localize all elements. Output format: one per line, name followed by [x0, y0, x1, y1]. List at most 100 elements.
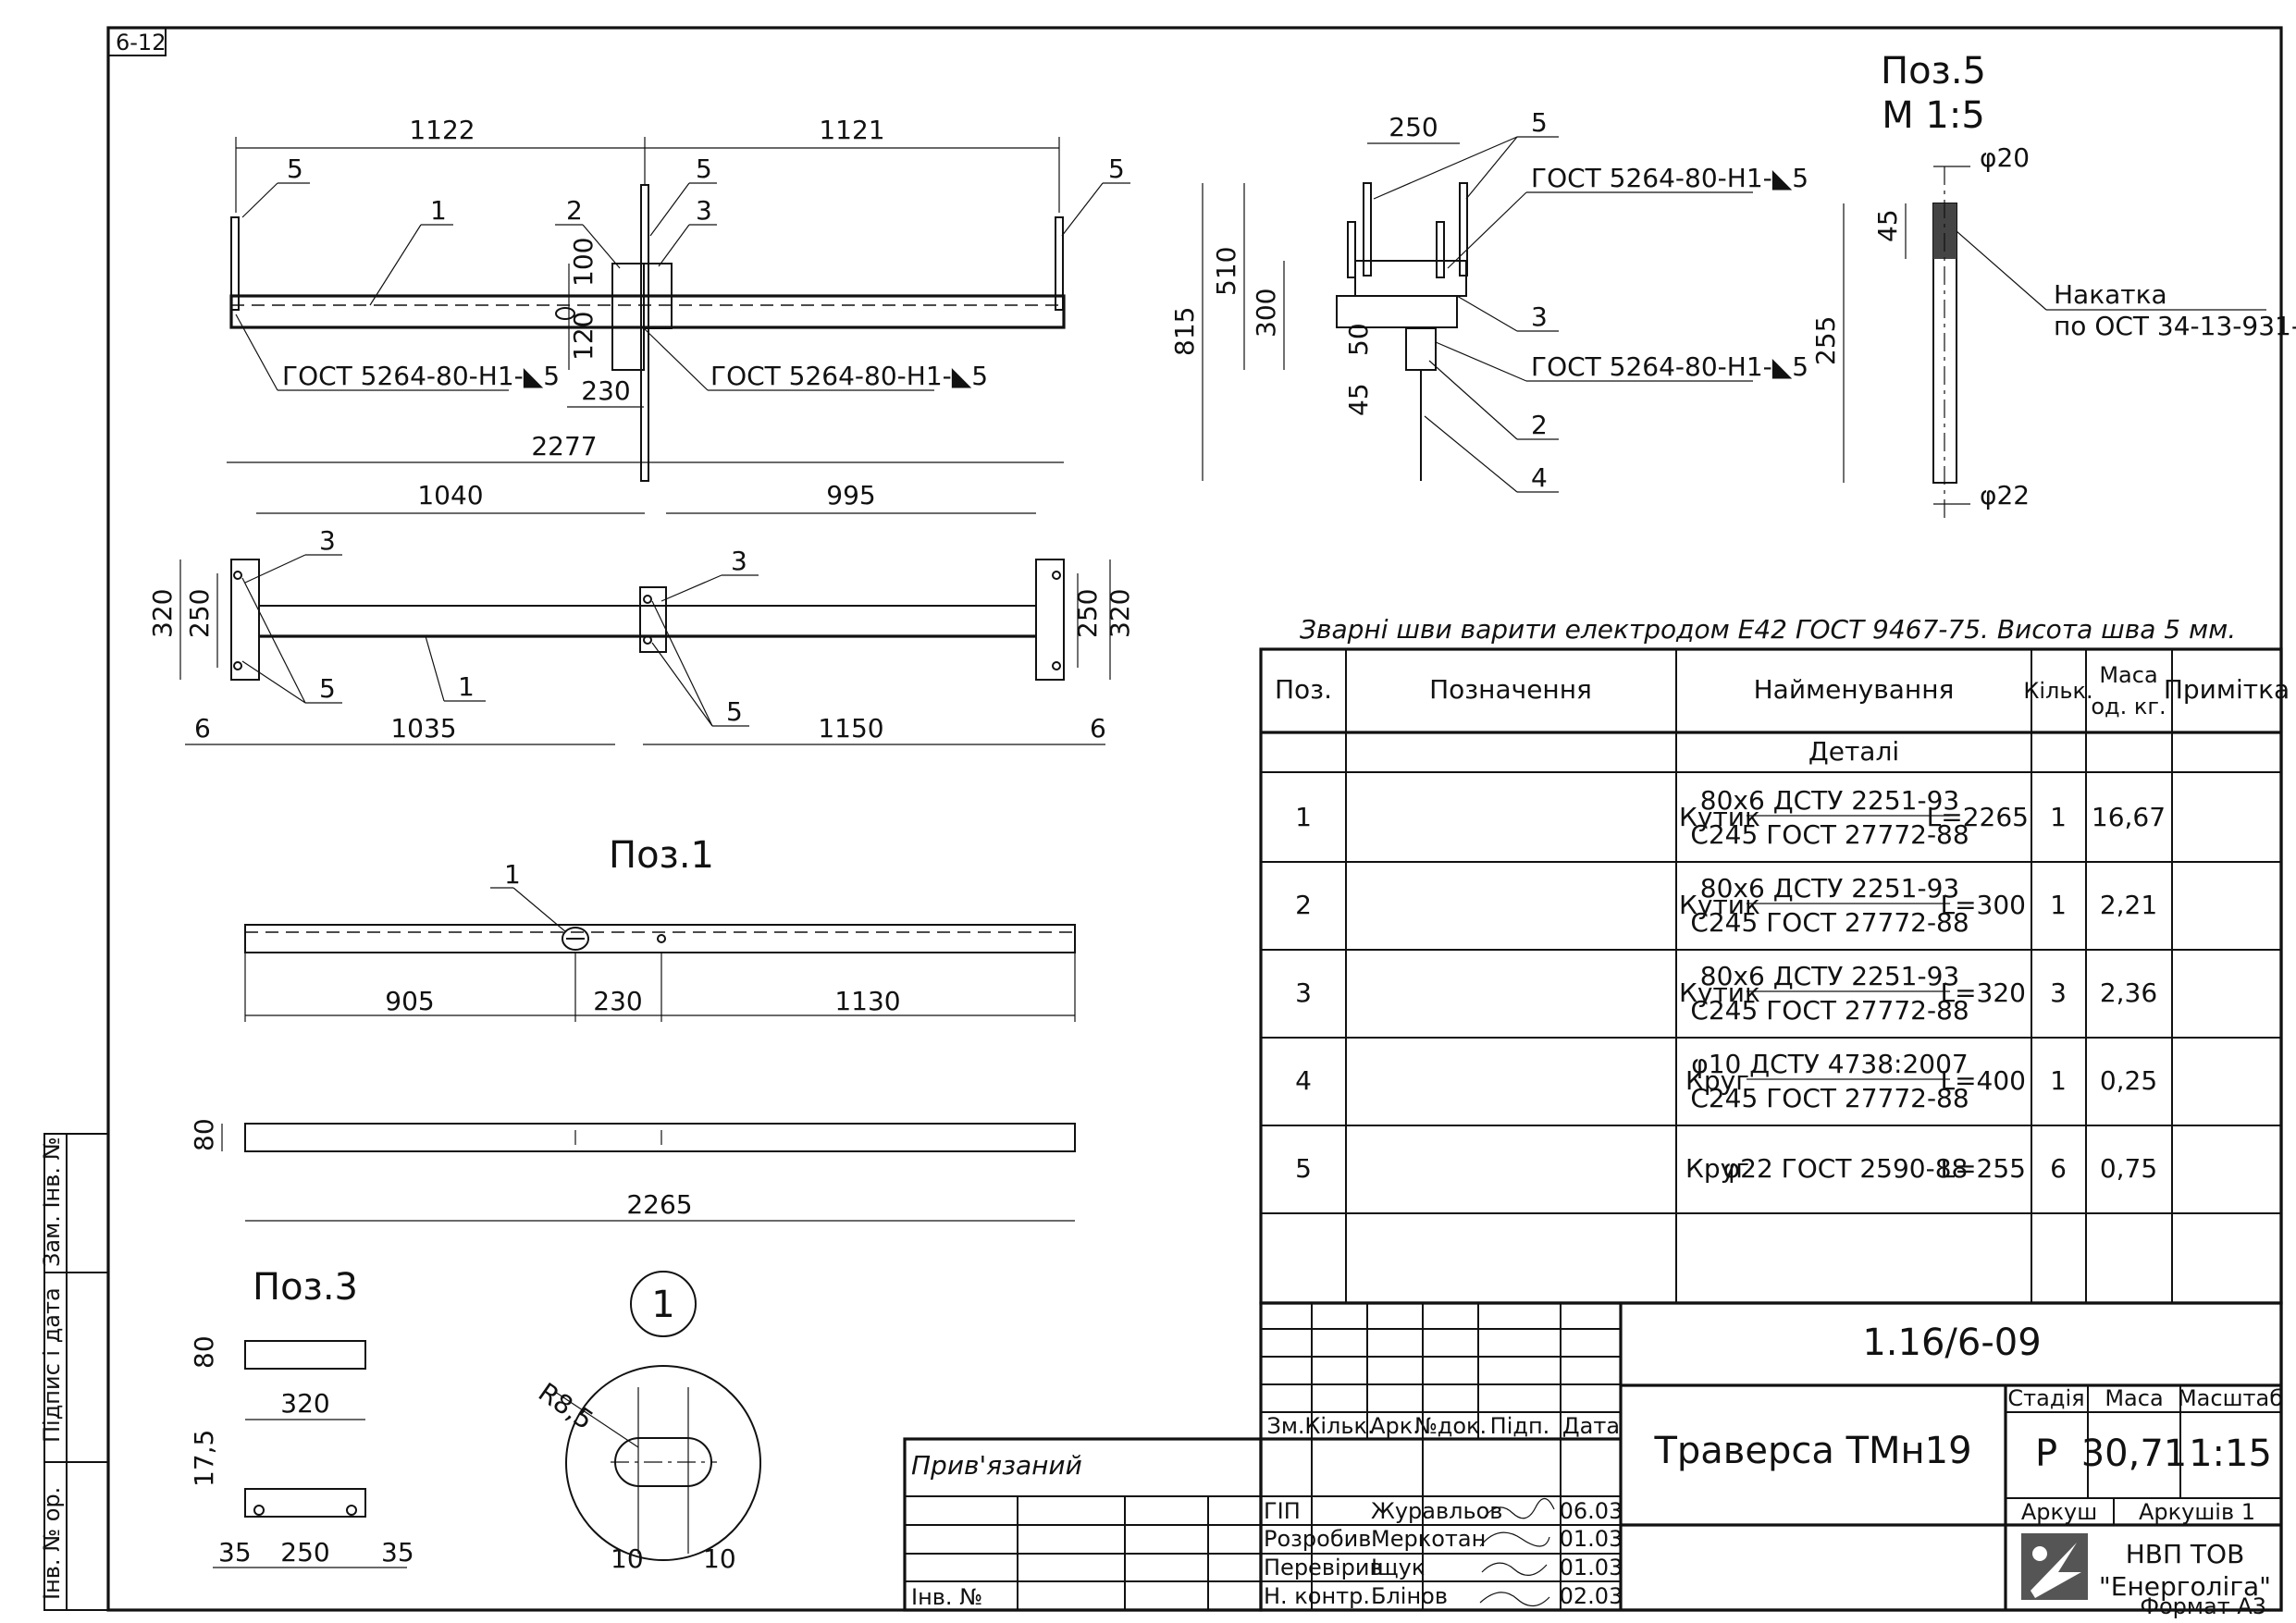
spec-row: 2 Кутик 80х6 ДСТУ 2251-93 С245 ГОСТ 2777… [1295, 873, 2157, 938]
spec-row: 4 Круг φ10 ДСТУ 4738:2007 С245 ГОСТ 2777… [1295, 1049, 2157, 1113]
tb-col-pidp: Підп. [1490, 1413, 1550, 1439]
weld-label-left: ГОСТ 5264-80-Н1-◣5 [282, 361, 560, 391]
tb-role: ГІП [1264, 1498, 1301, 1524]
dim-815: 815 [1169, 307, 1200, 356]
spec-kind: Круг [1685, 1153, 1749, 1184]
poz5-d22: φ22 [1980, 480, 2030, 510]
callout-2-top: 2 [566, 195, 583, 226]
org-logo-icon [2021, 1533, 2088, 1600]
spec-poz: 5 [1295, 1153, 1312, 1184]
tb-role: Розробив [1264, 1526, 1371, 1552]
callout-5-plan-left: 5 [319, 673, 336, 704]
poz1-title: Поз.1 [609, 834, 714, 877]
tb-person: Журавльов [1371, 1498, 1502, 1524]
strip-zam-inv: Зам. Інв. № [39, 1137, 65, 1267]
tb-prybyazanyi: Прив'язаний [911, 1450, 1082, 1481]
dim-1040: 1040 [417, 480, 483, 510]
poz5-scale: М 1:5 [1882, 94, 1985, 137]
spec-bottom: С245 ГОСТ 27772-88 [1690, 819, 1969, 850]
spec-mass: 0,75 [2100, 1153, 2157, 1184]
view-plan: 1040 995 320 250 320 250 6 1035 1150 6 3… [147, 480, 1135, 745]
callout-5-side: 5 [1531, 107, 1548, 138]
weld-note: Зварні шви варити електродом Е42 ГОСТ 94… [1300, 614, 2236, 645]
spec-qty: 6 [2050, 1153, 2067, 1184]
poz5-dim45: 45 [1872, 209, 1903, 242]
callout-3-top: 3 [696, 195, 712, 226]
tb-col-ark: Арк. [1370, 1413, 1420, 1439]
detail1-radius: R8,5 [533, 1377, 599, 1436]
callout-5-mid: 5 [696, 154, 712, 184]
view-poz5: Поз.5 М 1:5 φ20 φ22 45 255 Накатка по ОС… [1810, 50, 2296, 518]
tb-inv-no: Інв. № [911, 1584, 982, 1610]
view-detail1: 1 R8,5 10 10 [533, 1271, 761, 1574]
detail1-label: 1 [651, 1284, 674, 1326]
spec-poz: 4 [1295, 1065, 1312, 1096]
tb-role: Перевірив [1264, 1555, 1383, 1580]
poz3-dim35r: 35 [381, 1537, 414, 1568]
weld-label-side-bot: ГОСТ 5264-80-Н1-◣5 [1531, 351, 1808, 382]
tb-col-zm: Зм. [1266, 1413, 1304, 1439]
spec-h-qty: Кільк. [2023, 678, 2092, 704]
dim-250-left: 250 [184, 589, 215, 638]
spec-table: Поз. Позначення Найменування Кільк. Маса… [1259, 647, 2290, 1305]
spec-len: L=300 [1940, 890, 2026, 920]
strip-inv-orig: Інв. № ор. [39, 1487, 65, 1600]
poz3-title: Поз.3 [253, 1266, 358, 1309]
spec-h-mass2: од. кг. [2091, 694, 2166, 719]
spec-kind: Круг [1685, 1065, 1749, 1096]
dim-1035: 1035 [390, 713, 456, 744]
spec-top: 80х6 ДСТУ 2251-93 [1700, 785, 1959, 816]
spec-h-name: Найменування [1754, 674, 1955, 705]
strip-pidpys: Підпис і дата [39, 1287, 65, 1443]
callout-5-plan-mid: 5 [726, 696, 743, 727]
spec-len: L=400 [1940, 1065, 2026, 1096]
spec-top: 80х6 ДСТУ 2251-93 [1700, 873, 1959, 904]
spec-kind: Кутик [1679, 802, 1760, 832]
callout-4-side: 4 [1531, 462, 1548, 493]
spec-mass: 2,36 [2100, 977, 2157, 1008]
tb-person: Іщук [1371, 1555, 1425, 1580]
dim-250-right: 250 [1072, 589, 1103, 638]
poz3-dim80: 80 [189, 1335, 219, 1369]
spec-h-poz: Поз. [1275, 674, 1332, 705]
tb-org2: "Енерголіга" [2099, 1571, 2271, 1602]
spec-qty: 1 [2050, 1065, 2067, 1096]
tb-arkush: Аркуш [2021, 1499, 2097, 1525]
dim-6-right: 6 [1090, 713, 1106, 744]
tb-name: Траверса ТМн19 [1653, 1430, 1971, 1472]
tb-col-data: Дата [1562, 1413, 1620, 1439]
spec-poz: 2 [1295, 890, 1312, 920]
callout-5-right: 5 [1108, 154, 1125, 184]
tb-mass-h: Маса [2105, 1385, 2163, 1411]
dim-995: 995 [826, 480, 875, 510]
dim-side-45: 45 [1343, 383, 1374, 416]
spec-qty: 1 [2050, 802, 2067, 832]
dim-side-250: 250 [1389, 112, 1438, 142]
tb-scale-h: Масштаб [2178, 1385, 2283, 1411]
spec-len: L=255 [1940, 1153, 2026, 1184]
spec-qty: 1 [2050, 890, 2067, 920]
callout-3-side: 3 [1531, 301, 1548, 332]
callout-3-plan-left: 3 [319, 525, 336, 556]
dim-100: 100 [568, 238, 599, 287]
spec-h-mass1: Маса [2099, 662, 2157, 688]
title-block: Прив'язаний Інв. № 1.16/6-09 Траверса ТМ… [903, 1301, 2283, 1612]
detail1-d10l: 10 [611, 1543, 644, 1574]
callout-5-left: 5 [287, 154, 303, 184]
dim-1150: 1150 [818, 713, 883, 744]
poz5-note2: по ОСТ 34-13-931-86 [2054, 311, 2296, 341]
weld-label-mid: ГОСТ 5264-80-Н1-◣5 [710, 361, 988, 391]
tb-stage: Р [2035, 1432, 2057, 1475]
view-top-elevation: 1122 1121 100 120 230 2277 5 5 5 1 2 3 [227, 115, 1130, 482]
spec-qty: 3 [2050, 977, 2067, 1008]
tb-date: 06.03 [1560, 1498, 1623, 1524]
poz5-d20: φ20 [1980, 142, 2030, 173]
signature-icon [1479, 1531, 1550, 1547]
poz1-callout: 1 [504, 859, 521, 890]
tb-person: Меркотан [1371, 1526, 1486, 1552]
dim-2277: 2277 [531, 431, 597, 461]
poz3-dim17: 17,5 [189, 1430, 219, 1487]
detail1-d10r: 10 [703, 1543, 736, 1574]
callout-2-side: 2 [1531, 410, 1548, 440]
